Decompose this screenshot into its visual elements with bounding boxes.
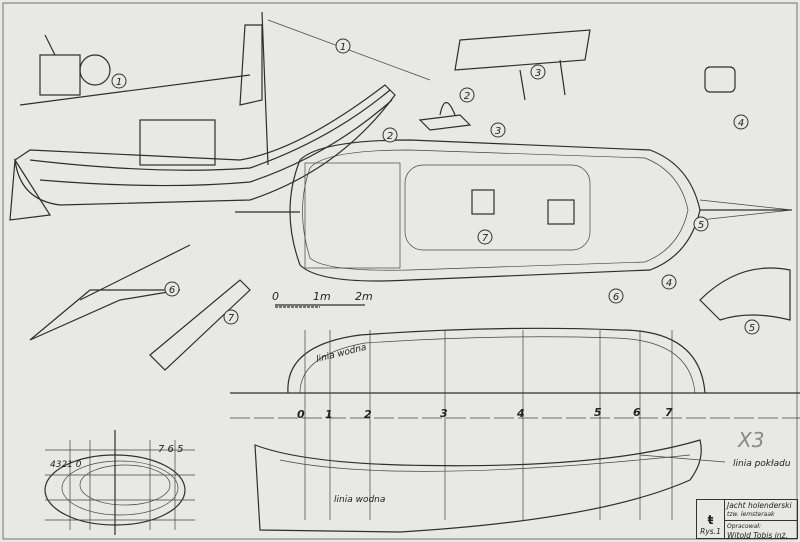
scale-two: 2m: [355, 290, 373, 303]
deck-plan: [235, 139, 793, 282]
callout-tiller: 7: [223, 309, 239, 325]
callout-deck-6: 6: [608, 288, 624, 304]
svg-text:6: 6: [169, 285, 175, 296]
side-plan: [230, 327, 800, 533]
callout-rudder: 3: [530, 64, 546, 80]
scale-note: X3: [737, 428, 764, 452]
svg-text:6: 6: [613, 292, 619, 303]
scale-bar: 0 1m 2m: [272, 290, 373, 308]
svg-text:5: 5: [749, 323, 755, 334]
callout-bitts: 4: [733, 114, 749, 130]
waterline-label-top: linia wodna: [315, 343, 367, 365]
callout-hatch: 7: [477, 229, 493, 245]
svg-text:1: 1: [340, 42, 346, 53]
author-name: Witold Tobis inż.: [727, 531, 788, 540]
svg-text:3: 3: [495, 126, 501, 137]
svg-text:4: 4: [738, 118, 744, 129]
callout-sail: 1: [335, 38, 351, 54]
callout-bow: 5: [693, 216, 709, 232]
figure-cell: ŧ Rys.1: [697, 500, 725, 538]
svg-text:7: 7: [665, 406, 673, 419]
svg-text:1: 1: [116, 77, 122, 88]
callout-block: 5: [744, 319, 760, 335]
callout-deck-cleat: 2: [382, 127, 398, 143]
winch-detail: [39, 34, 111, 96]
body-plan-right-stations: 7 6 5: [158, 444, 183, 455]
svg-text:2: 2: [387, 131, 393, 142]
svg-text:2: 2: [464, 91, 470, 102]
station-numbers: 0 1 2 3 4 5 6 7: [297, 406, 673, 421]
svg-text:2: 2: [364, 408, 372, 421]
svg-text:3: 3: [440, 407, 448, 420]
svg-text:3: 3: [535, 68, 541, 79]
scale-one: 1m: [313, 290, 331, 303]
svg-text:5: 5: [698, 220, 704, 231]
callout-cleat-top: 2: [459, 87, 475, 103]
author-label: Opracował:: [727, 523, 761, 530]
svg-text:7: 7: [482, 233, 489, 244]
callout-stern-bitts: 4: [661, 274, 677, 290]
body-plan: [44, 430, 195, 535]
svg-text:7: 7: [228, 313, 235, 324]
perspective-boat: [9, 11, 431, 221]
logo-icon: ŧ: [707, 513, 714, 527]
title-line1: Jacht holenderski: [727, 501, 792, 510]
scale-zero: 0: [272, 290, 279, 303]
title-line2: tzw. lemsteraak: [727, 511, 775, 518]
svg-text:1: 1: [325, 408, 333, 421]
figure-number: Rys.1: [700, 527, 721, 536]
svg-text:5: 5: [594, 406, 602, 419]
title-block: ŧ Rys.1 Jacht holenderski tzw. lemsteraa…: [696, 499, 798, 540]
deck-line-label: linia pokładu: [733, 459, 791, 469]
svg-text:0: 0: [297, 408, 305, 421]
callout-anchor: 6: [164, 281, 180, 297]
callout-winch: 1: [111, 73, 127, 89]
callout-mast-top: 3: [490, 122, 506, 138]
waterline-label-bottom: linia wodna: [334, 495, 385, 505]
callouts: 1 1 2 2 3 3 4 4 5 5 6 6 7 7: [111, 38, 760, 335]
svg-text:4: 4: [516, 407, 525, 420]
svg-text:6: 6: [633, 406, 641, 419]
detail-parts: [29, 29, 791, 371]
body-plan-left-stations: 4321 0: [50, 460, 82, 470]
svg-text:4: 4: [666, 278, 672, 289]
